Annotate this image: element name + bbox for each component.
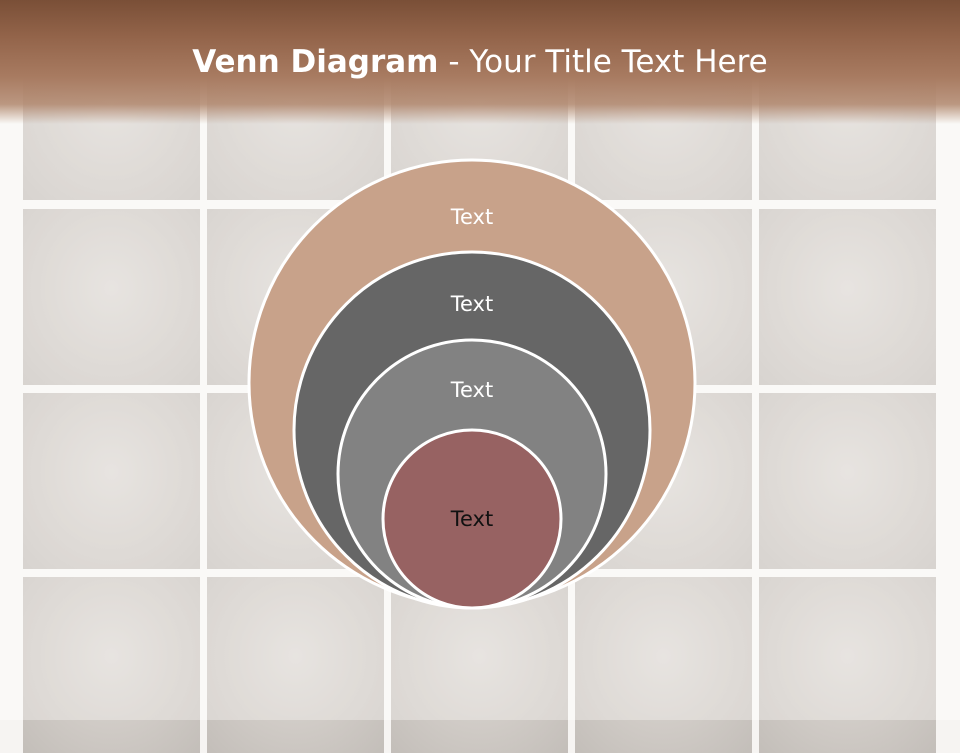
- circle-level-4: [381, 428, 563, 610]
- circle-level-1-label: Text: [450, 205, 493, 229]
- portrait-photo: [23, 209, 200, 385]
- nested-circle-diagram: Text Text Text Text: [247, 158, 697, 610]
- portrait-photo: [23, 393, 200, 569]
- portrait-photo: [759, 393, 936, 569]
- title-main: Venn Diagram: [192, 44, 439, 80]
- circle-level-4-label: Text: [450, 507, 493, 531]
- slide-title: Venn Diagram - Your Title Text Here: [0, 40, 960, 84]
- title-subtitle: - Your Title Text Here: [438, 44, 768, 80]
- title-bar: Venn Diagram - Your Title Text Here: [0, 0, 960, 124]
- circle-level-2-label: Text: [450, 292, 493, 316]
- portrait-photo: [759, 209, 936, 385]
- circle-level-3-label: Text: [450, 378, 493, 402]
